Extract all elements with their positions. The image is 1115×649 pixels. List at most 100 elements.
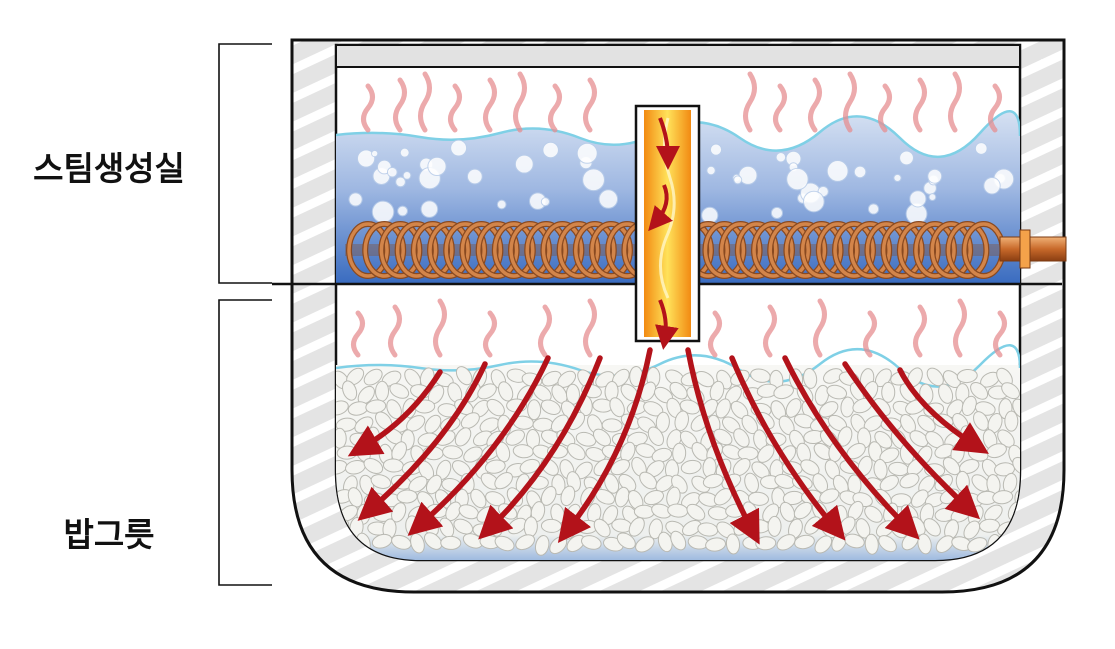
coil-loop-highlight	[590, 222, 632, 278]
coil-loop-highlight	[833, 222, 875, 278]
steam-wisp	[863, 310, 877, 358]
rice-grain	[454, 427, 472, 447]
bubble	[909, 190, 927, 208]
coil-loop-highlight	[557, 222, 600, 278]
rice-grain	[425, 474, 443, 495]
coil-loop-highlight	[703, 222, 746, 278]
bubble	[974, 142, 988, 155]
water-bubbles	[348, 139, 1015, 225]
coil-loop-highlight	[930, 222, 972, 278]
steam-wisp	[988, 83, 1002, 133]
rice-grain	[737, 446, 759, 461]
rice-grain	[389, 383, 410, 399]
coil-loop-highlight	[946, 222, 989, 278]
rice-grain	[935, 535, 954, 553]
rice-grain	[455, 366, 473, 386]
rice-grain	[680, 459, 702, 475]
steam-wisp	[393, 77, 407, 133]
tube-arrow	[655, 117, 680, 170]
rice-grain	[672, 442, 687, 464]
rice-grain	[601, 418, 623, 433]
coil-loop-highlight	[444, 222, 486, 278]
rice-grain	[881, 381, 896, 403]
rice-grain	[923, 518, 941, 537]
steam-flow-arrow	[357, 361, 488, 521]
bubble	[826, 160, 849, 182]
rice-grain	[1012, 456, 1020, 475]
bubble	[427, 156, 447, 177]
steam-wisp	[913, 77, 927, 133]
steam-wisp	[483, 310, 497, 358]
bubble	[786, 167, 809, 191]
coil-outlet-pipe	[999, 229, 1067, 269]
steam-flow-arrow	[557, 347, 653, 544]
rice-grain	[702, 473, 724, 489]
coil-loop-highlight	[525, 222, 567, 278]
rice-grain	[655, 411, 670, 433]
steam-wisp	[513, 71, 527, 133]
bubble	[397, 205, 408, 217]
coil-loop-highlight	[509, 222, 551, 278]
rice-grain	[864, 505, 883, 523]
rice-grain	[917, 414, 936, 433]
coil-loop-highlight	[476, 222, 519, 278]
steam-wisp	[548, 83, 562, 133]
steam-wisp	[843, 71, 857, 133]
rice-grain	[540, 399, 561, 415]
bubble	[927, 168, 943, 184]
steam-wisp	[538, 304, 552, 358]
rice-grain	[541, 370, 562, 387]
rice-grain	[686, 503, 706, 521]
water-surface-wave	[336, 110, 1020, 159]
rice-grain	[396, 489, 418, 504]
bubble	[706, 165, 716, 176]
coil-loop-highlight	[493, 222, 535, 278]
rice-grain	[628, 517, 645, 537]
coil-loop-highlight	[768, 222, 810, 278]
rice-grain	[519, 458, 541, 474]
bubble	[496, 199, 507, 210]
tube-flow-arrows	[648, 117, 680, 350]
rice-grain	[560, 485, 576, 507]
steam-flow-arrow	[842, 361, 981, 520]
rice-grain	[917, 533, 932, 555]
rice-grain	[757, 444, 775, 463]
steam-wisp	[743, 71, 757, 133]
steam-flow-arrow	[897, 367, 989, 454]
coil-loop-highlight	[752, 222, 794, 278]
rice-grain	[375, 380, 390, 402]
steam-wisp	[583, 77, 597, 133]
steam-wisp	[433, 298, 447, 358]
coil-loop-highlight	[849, 222, 891, 278]
bubble	[371, 200, 395, 224]
rice-grain	[938, 383, 954, 404]
steam-flow-arrow	[685, 347, 760, 545]
bubble	[893, 173, 902, 183]
rice-grain	[643, 490, 664, 506]
steam-wisp	[418, 71, 432, 133]
rice-grain	[567, 443, 586, 461]
rice-grain	[363, 458, 384, 474]
steam-wisp	[953, 298, 967, 358]
steam-wisps-lower	[351, 298, 1007, 358]
steam-wisp	[351, 310, 365, 358]
rice-grain	[979, 518, 1001, 533]
rice-grain	[494, 472, 513, 490]
steam-flow-arrow	[347, 369, 443, 457]
bubble	[542, 141, 559, 159]
rice-grain	[463, 446, 483, 463]
rice-grain	[484, 459, 506, 474]
rice-grain	[767, 515, 782, 537]
rice-grain	[956, 368, 978, 384]
bubble	[399, 147, 410, 158]
rice-grain	[527, 399, 542, 421]
rice-grain	[460, 412, 480, 429]
rice-grain	[748, 491, 769, 506]
steam-flow-arrow	[407, 355, 551, 536]
rice-grain	[648, 518, 663, 540]
rice-grain	[819, 401, 839, 418]
rice-grain	[440, 535, 462, 550]
rice-grain	[679, 399, 701, 415]
rice-grain	[669, 381, 688, 400]
